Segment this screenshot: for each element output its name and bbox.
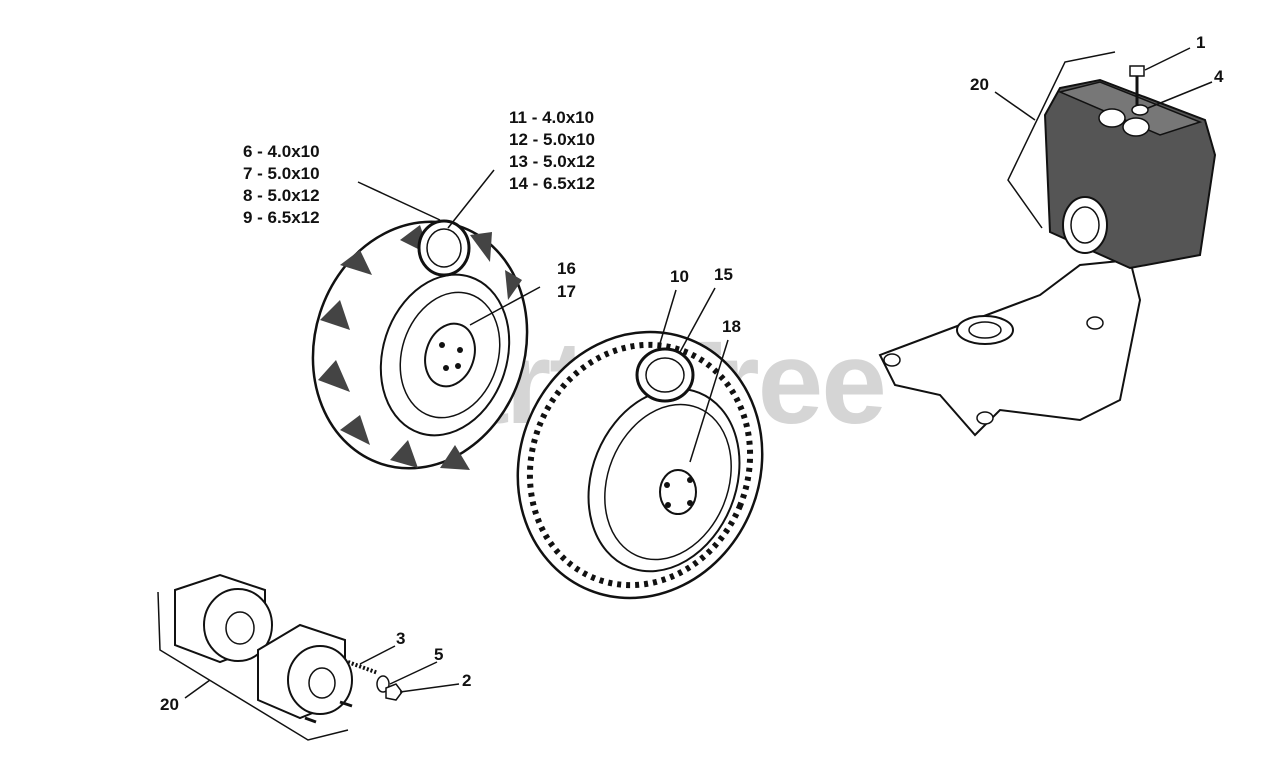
callout-3: 3 [396, 629, 406, 648]
callout-5: 5 [434, 645, 444, 664]
callout-16: 16 [557, 259, 576, 278]
tube-list-right-item: 11 - 4.0x10 [509, 108, 595, 127]
callout-18: 18 [722, 317, 741, 336]
tube-list-left-item: 9 - 6.5x12 [243, 208, 320, 227]
tube-list-right-item: 14 - 6.5x12 [509, 174, 596, 193]
callout-17: 17 [557, 282, 576, 301]
callout-4: 4 [1214, 67, 1224, 86]
axle-housing-drawing [878, 65, 1217, 437]
tube-list-left-item: 6 - 4.0x10 [243, 142, 320, 161]
leader-lines [157, 47, 1213, 741]
tube-list-left-item: 7 - 5.0x10 [243, 164, 320, 183]
tube-list-right-item: 12 - 5.0x10 [509, 130, 596, 149]
tube-list-left-item: 8 - 5.0x12 [243, 186, 320, 205]
turf-tire-drawing [516, 330, 764, 600]
callout-1: 1 [1196, 33, 1206, 52]
callout-20-bottom: 20 [160, 695, 179, 714]
callout-10: 10 [670, 267, 689, 286]
tube-list-right-item: 13 - 5.0x12 [509, 152, 596, 171]
callout-2: 2 [462, 671, 472, 690]
traction-tire-drawing [311, 219, 529, 470]
callout-20-top: 20 [970, 75, 989, 94]
wheel-hubs-drawing [174, 573, 403, 724]
callout-15: 15 [714, 265, 733, 284]
